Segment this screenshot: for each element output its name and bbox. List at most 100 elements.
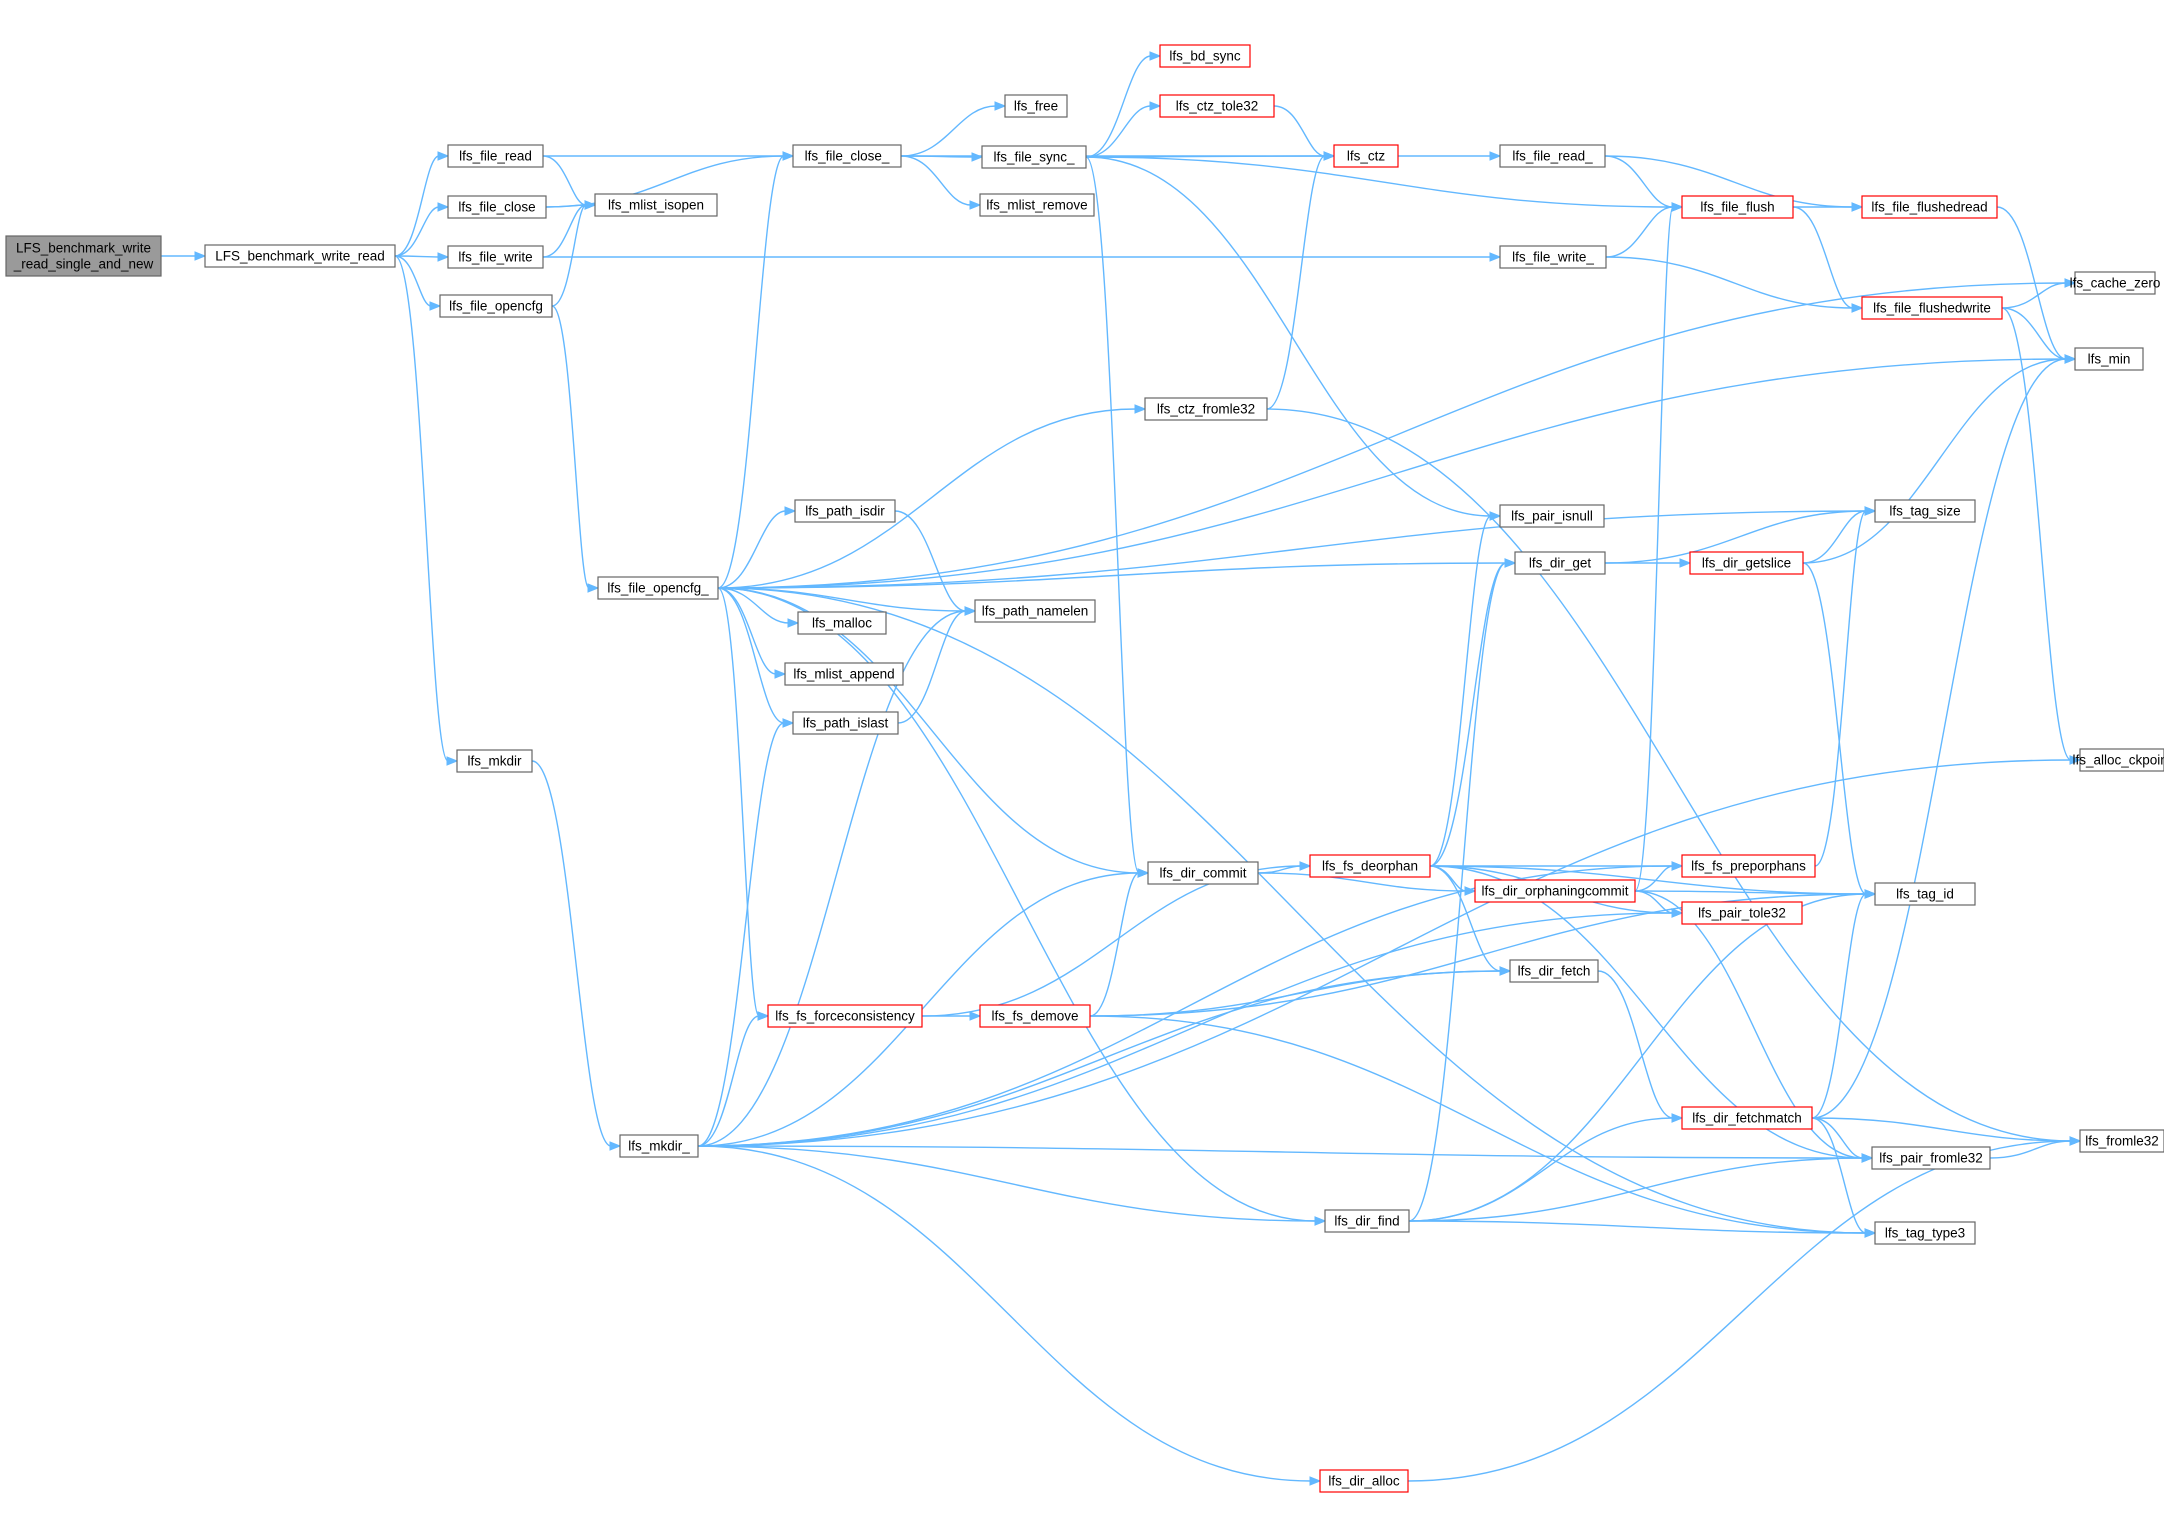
node-label: lfs_tag_id (1896, 887, 1954, 902)
node-file-flush[interactable]: lfs_file_flush (1681, 195, 1794, 219)
edge-file_write_-to-file_flushedwrite (1605, 256, 1864, 313)
node-dir-fetchmatch[interactable]: lfs_dir_fetchmatch (1681, 1106, 1813, 1130)
node-file-sync-[interactable]: lfs_file_sync_ (981, 145, 1087, 169)
node-label: lfs_file_sync_ (993, 150, 1075, 165)
node-file-write[interactable]: lfs_file_write (447, 245, 544, 269)
edge-dir_orphaningcommit-to-file_flush (1634, 202, 1684, 892)
edge-bwr-to-file_read (394, 151, 450, 257)
edge-file_opencfg-to-file_opencfg_ (551, 305, 600, 593)
node-dir-orphaningcommit[interactable]: lfs_dir_orphaningcommit (1474, 879, 1636, 903)
edge-fs_demove-to-dir_commit (1089, 868, 1150, 1017)
node-dir-alloc[interactable]: lfs_dir_alloc (1319, 1469, 1409, 1493)
edge-bwr-to-file_opencfg (394, 255, 442, 311)
node-label: lfs_mlist_remove (986, 198, 1087, 213)
node-ctz[interactable]: lfs_ctz (1333, 144, 1399, 168)
node-malloc[interactable]: lfs_malloc (797, 611, 887, 635)
node-dir-commit[interactable]: lfs_dir_commit (1147, 861, 1259, 885)
node-label: lfs_file_flushedwrite (1873, 301, 1991, 316)
node-fs-preporphans[interactable]: lfs_fs_preporphans (1681, 854, 1816, 878)
edge-file_read_-to-file_flush (1604, 155, 1684, 212)
node-label: lfs_pair_fromle32 (1879, 1151, 1983, 1166)
node-file-flushedread[interactable]: lfs_file_flushedread (1861, 195, 1998, 219)
node-mlist-append[interactable]: lfs_mlist_append (784, 662, 904, 686)
node-bwr[interactable]: LFS_benchmark_write_read (204, 244, 396, 268)
node-label: lfs_fromle32 (2085, 1134, 2159, 1149)
node-label: lfs_alloc_ckpoint (2072, 753, 2164, 768)
edge-file_close_-to-free (900, 101, 1007, 157)
edge-file_flushedwrite-to-min (2001, 307, 2077, 364)
node-file-close[interactable]: lfs_file_close (447, 195, 547, 219)
node-label: lfs_path_namelen (982, 604, 1089, 619)
nodes-layer: LFS_benchmark_write_read_single_and_newL… (5, 44, 2164, 1493)
node-min[interactable]: lfs_min (2074, 347, 2144, 371)
node-dir-getslice[interactable]: lfs_dir_getslice (1689, 551, 1804, 575)
node-tag-size[interactable]: lfs_tag_size (1874, 499, 1976, 523)
node-file-read[interactable]: lfs_file_read (447, 144, 544, 168)
node-file-read-[interactable]: lfs_file_read_ (1499, 144, 1606, 168)
node-bd-sync[interactable]: lfs_bd_sync (1159, 44, 1251, 68)
node-label: lfs_file_read_ (1512, 149, 1593, 164)
edge-ctz_fromle32-to-ctz (1266, 151, 1336, 410)
node-file-opencfg-[interactable]: lfs_file_opencfg_ (597, 576, 719, 600)
node-file-opencfg[interactable]: lfs_file_opencfg (439, 294, 553, 318)
node-path-namelen[interactable]: lfs_path_namelen (974, 599, 1096, 623)
node-label: lfs_fs_forceconsistency (775, 1009, 915, 1024)
node-label: lfs_fs_deorphan (1322, 859, 1418, 874)
node-root[interactable]: LFS_benchmark_write_read_single_and_new (5, 235, 162, 277)
edge-file_close_-to-mlist_remove (900, 155, 982, 210)
node-dir-fetch[interactable]: lfs_dir_fetch (1509, 959, 1599, 983)
node-label: lfs_dir_orphaningcommit (1481, 884, 1628, 899)
node-label: lfs_file_read (459, 149, 532, 164)
edge-file_flush-to-file_flushedread (1792, 202, 1864, 212)
node-mkdir[interactable]: lfs_mkdir (456, 749, 533, 773)
node-mlist-isopen[interactable]: lfs_mlist_isopen (594, 193, 718, 217)
node-label: lfs_file_flushedread (1871, 200, 1987, 215)
node-alloc-ckpoint[interactable]: lfs_alloc_ckpoint (2072, 748, 2164, 772)
node-label: lfs_fs_demove (991, 1009, 1078, 1024)
node-label: lfs_dir_find (1334, 1214, 1399, 1229)
edge-file_read-to-mlist_isopen (542, 155, 597, 210)
edge-file_sync_-to-pair_isnull (1085, 156, 1502, 521)
node-fs-deorphan[interactable]: lfs_fs_deorphan (1309, 854, 1431, 878)
node-label: lfs_dir_fetchmatch (1692, 1111, 1802, 1126)
node-ctz-tole32[interactable]: lfs_ctz_tole32 (1159, 94, 1275, 118)
node-label: lfs_malloc (812, 616, 872, 631)
node-fs-demove[interactable]: lfs_fs_demove (979, 1004, 1091, 1028)
node-dir-find[interactable]: lfs_dir_find (1324, 1209, 1410, 1233)
node-file-flushedwrite[interactable]: lfs_file_flushedwrite (1861, 296, 2003, 320)
edge-file_opencfg_-to-ctz_fromle32 (717, 404, 1147, 589)
node-label: lfs_bd_sync (1169, 49, 1241, 64)
node-pair-fromle32[interactable]: lfs_pair_fromle32 (1871, 1146, 1991, 1170)
node-label: lfs_file_opencfg_ (607, 581, 709, 596)
edge-dir_fetchmatch-to-tag_type3 (1811, 1117, 1877, 1238)
node-dir-get[interactable]: lfs_dir_get (1514, 551, 1606, 575)
node-cache-zero[interactable]: lfs_cache_zero (2070, 271, 2161, 295)
node-label: lfs_dir_fetch (1518, 964, 1591, 979)
node-label: LFS_benchmark_write_read (215, 249, 385, 264)
node-label: lfs_file_close (458, 200, 535, 215)
node-label: lfs_mkdir_ (628, 1139, 690, 1154)
node-tag-id[interactable]: lfs_tag_id (1874, 882, 1976, 906)
node-file-close-[interactable]: lfs_file_close_ (792, 144, 902, 168)
edge-dir_get-to-dir_getslice (1604, 558, 1692, 568)
node-mkdir-[interactable]: lfs_mkdir_ (619, 1134, 699, 1158)
edge-file_opencfg_-to-file_close_ (717, 151, 795, 589)
edge-file_sync_-to-dir_commit (1085, 156, 1150, 878)
node-pair-isnull[interactable]: lfs_pair_isnull (1499, 504, 1605, 528)
edge-fs_forceconsistency-to-fs_deorphan (921, 861, 1312, 1017)
edge-dir_alloc-to-fromle32 (1407, 1136, 2082, 1482)
edge-bwr-to-mkdir (394, 255, 459, 766)
node-fs-forceconsistency[interactable]: lfs_fs_forceconsistency (767, 1004, 923, 1028)
node-path-islast[interactable]: lfs_path_islast (792, 711, 899, 735)
node-tag-type3[interactable]: lfs_tag_type3 (1874, 1221, 1976, 1245)
node-mlist-remove[interactable]: lfs_mlist_remove (979, 193, 1095, 217)
node-free[interactable]: lfs_free (1004, 94, 1068, 118)
node-label: LFS_benchmark_write (16, 241, 151, 256)
node-path-isdir[interactable]: lfs_path_isdir (794, 499, 896, 523)
edge-file_sync_-to-ctz_tole32 (1085, 101, 1162, 158)
node-ctz-fromle32[interactable]: lfs_ctz_fromle32 (1144, 397, 1268, 421)
node-fromle32[interactable]: lfs_fromle32 (2079, 1129, 2164, 1153)
node-file-write-[interactable]: lfs_file_write_ (1499, 245, 1607, 269)
node-pair-tole32[interactable]: lfs_pair_tole32 (1681, 901, 1803, 925)
